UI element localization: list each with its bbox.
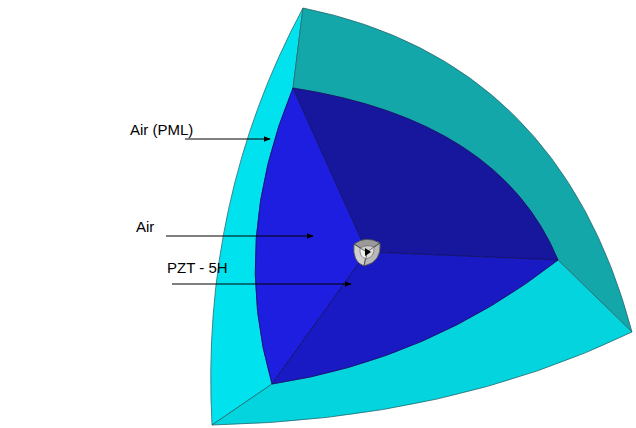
region-label: Air (PML) xyxy=(130,121,193,139)
leader-arrow xyxy=(166,236,313,237)
air-top-face xyxy=(293,88,558,260)
leader-arrow xyxy=(185,139,270,140)
air-bottom-face xyxy=(272,252,558,384)
region-label: Air xyxy=(136,218,154,236)
region-label: PZT - 5H xyxy=(167,259,228,277)
pzt-sphere xyxy=(354,239,380,266)
leader-arrow xyxy=(172,284,351,285)
